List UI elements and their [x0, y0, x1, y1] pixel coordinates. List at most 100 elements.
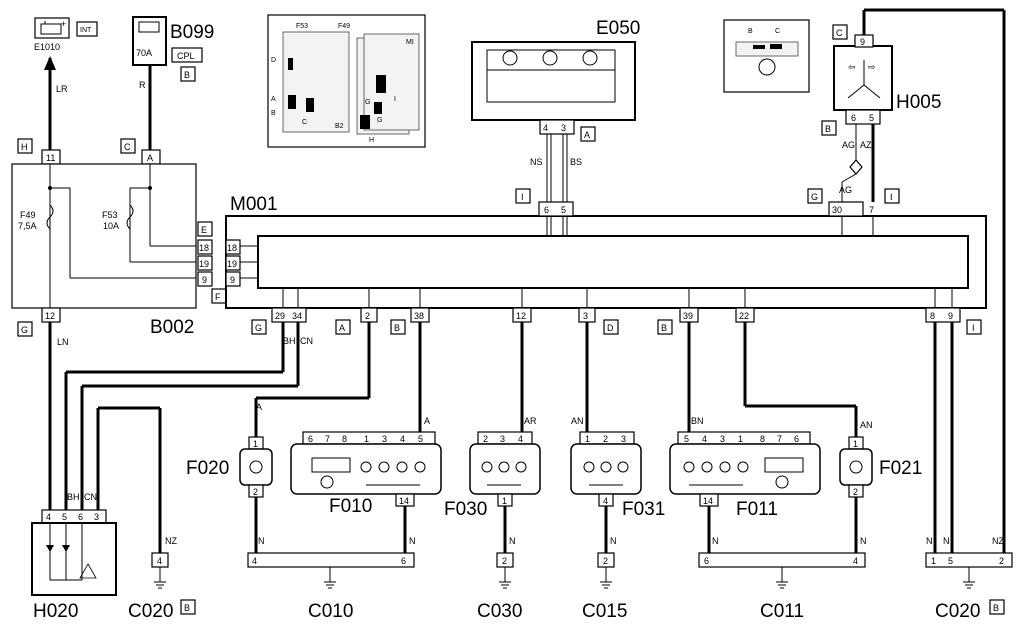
h005-label: H005: [896, 92, 941, 113]
svg-text:3: 3: [561, 123, 566, 133]
svg-text:CN: CN: [300, 336, 313, 346]
svg-text:A: A: [339, 323, 345, 333]
inset-f53: F53: [296, 23, 308, 30]
svg-text:6: 6: [544, 205, 549, 215]
c020-left-label: C020: [128, 601, 173, 622]
svg-text:4: 4: [702, 434, 707, 444]
svg-text:B: B: [748, 28, 753, 35]
lamp-icon: [600, 461, 612, 473]
f031-label: F031: [622, 499, 665, 520]
svg-text:N: N: [509, 536, 516, 546]
b002-label: B002: [150, 317, 194, 338]
svg-text:8: 8: [760, 434, 765, 444]
svg-text:5: 5: [418, 434, 423, 444]
svg-text:19: 19: [199, 259, 209, 269]
b099-tag: CPL: [177, 51, 195, 61]
svg-text:H: H: [21, 142, 28, 152]
svg-text:G: G: [811, 192, 818, 202]
e1010-tag: INT: [80, 27, 92, 34]
svg-text:6: 6: [308, 434, 313, 444]
lamp-icon: [249, 460, 263, 474]
svg-text:AN: AN: [860, 420, 873, 430]
svg-text:2: 2: [365, 311, 370, 321]
svg-text:4: 4: [252, 556, 257, 566]
svg-text:C: C: [124, 142, 131, 152]
svg-text:5: 5: [869, 113, 874, 123]
svg-text:18: 18: [199, 243, 209, 253]
b002-component: H C 11 A F49 7,5A F53 10A E 18 19 9 F: [11, 138, 227, 510]
inset-g1: G: [365, 99, 370, 106]
svg-text:18: 18: [227, 243, 237, 253]
arrow-up-icon: [44, 56, 56, 70]
svg-text:B: B: [184, 603, 190, 613]
motor-icon: [775, 475, 789, 489]
fuse-box-inset: F53 F49 D A B C B2 MI G I G H: [267, 14, 426, 148]
svg-text:AN: AN: [571, 416, 584, 426]
battery-icon: [40, 23, 62, 35]
svg-text:A: A: [147, 153, 153, 163]
lamp-icon: [737, 461, 749, 473]
svg-text:9: 9: [948, 311, 953, 321]
svg-text:NZ: NZ: [165, 536, 177, 546]
inset-b: B: [271, 110, 276, 117]
left-arrow-icon: ⇦: [848, 62, 856, 72]
svg-text:2: 2: [999, 556, 1004, 566]
svg-text:14: 14: [399, 496, 409, 506]
svg-text:12: 12: [45, 311, 55, 321]
svg-text:4: 4: [157, 556, 162, 566]
f010-component: 6 7 8 1 3 4 5 14 F010: [290, 431, 442, 553]
lamp-icon: [396, 461, 408, 473]
c020-left-component: 4 C020 B: [128, 552, 196, 622]
inset-b2: B2: [335, 123, 344, 130]
svg-text:1: 1: [253, 439, 258, 449]
svg-text:7: 7: [777, 434, 782, 444]
fuse-f53-icon: [126, 204, 134, 230]
e050-component: E050 4 3 A NS BS: [471, 18, 640, 202]
f020-component: 1 2 F020: [186, 436, 273, 553]
svg-text:7: 7: [869, 205, 874, 215]
svg-text:I: I: [972, 323, 975, 333]
svg-text:N: N: [712, 536, 719, 546]
svg-text:19: 19: [227, 259, 237, 269]
wire-ln: LN: [57, 337, 69, 347]
svg-text:1: 1: [502, 496, 507, 506]
lamp-icon: [498, 461, 510, 473]
c011-component: N N 6 4 C011: [698, 536, 867, 622]
c020-right-component: 1 5 2 C020 B: [925, 552, 1013, 622]
svg-text:1: 1: [364, 434, 369, 444]
svg-text:AR: AR: [524, 416, 537, 426]
svg-text:B: B: [394, 323, 400, 333]
svg-text:D: D: [607, 323, 614, 333]
svg-text:F53: F53: [102, 210, 118, 220]
svg-text:3: 3: [94, 512, 99, 522]
svg-text:B: B: [661, 323, 667, 333]
lamp-icon: [378, 461, 390, 473]
b099-conn: B: [184, 70, 190, 80]
svg-text:N: N: [610, 536, 617, 546]
svg-text:22: 22: [739, 311, 749, 321]
inset-c: C: [302, 119, 307, 126]
svg-text:2: 2: [603, 434, 608, 444]
svg-text:1: 1: [585, 434, 590, 444]
svg-text:4: 4: [603, 496, 608, 506]
svg-text:34: 34: [292, 311, 302, 321]
inset-mi: MI: [406, 39, 414, 46]
battery-icon: [138, 21, 160, 33]
led-icon: [46, 545, 54, 552]
c030-label: C030: [477, 601, 522, 622]
wire-r: R: [139, 80, 146, 90]
svg-text:4: 4: [853, 556, 858, 566]
e050-label: E050: [596, 18, 640, 39]
inset-i: I: [394, 96, 396, 103]
svg-text:29: 29: [275, 311, 285, 321]
svg-text:4: 4: [46, 512, 51, 522]
lamp-icon: [583, 461, 595, 473]
svg-text:2: 2: [253, 487, 258, 497]
svg-text:C: C: [836, 28, 843, 38]
svg-text:G: G: [21, 325, 28, 335]
right-arrow-icon: ⇨: [868, 62, 876, 72]
c030-component: 2 C030: [477, 552, 522, 622]
lamp-icon: [683, 461, 695, 473]
lamp-icon: [849, 460, 863, 474]
f021-label: F021: [879, 458, 922, 479]
